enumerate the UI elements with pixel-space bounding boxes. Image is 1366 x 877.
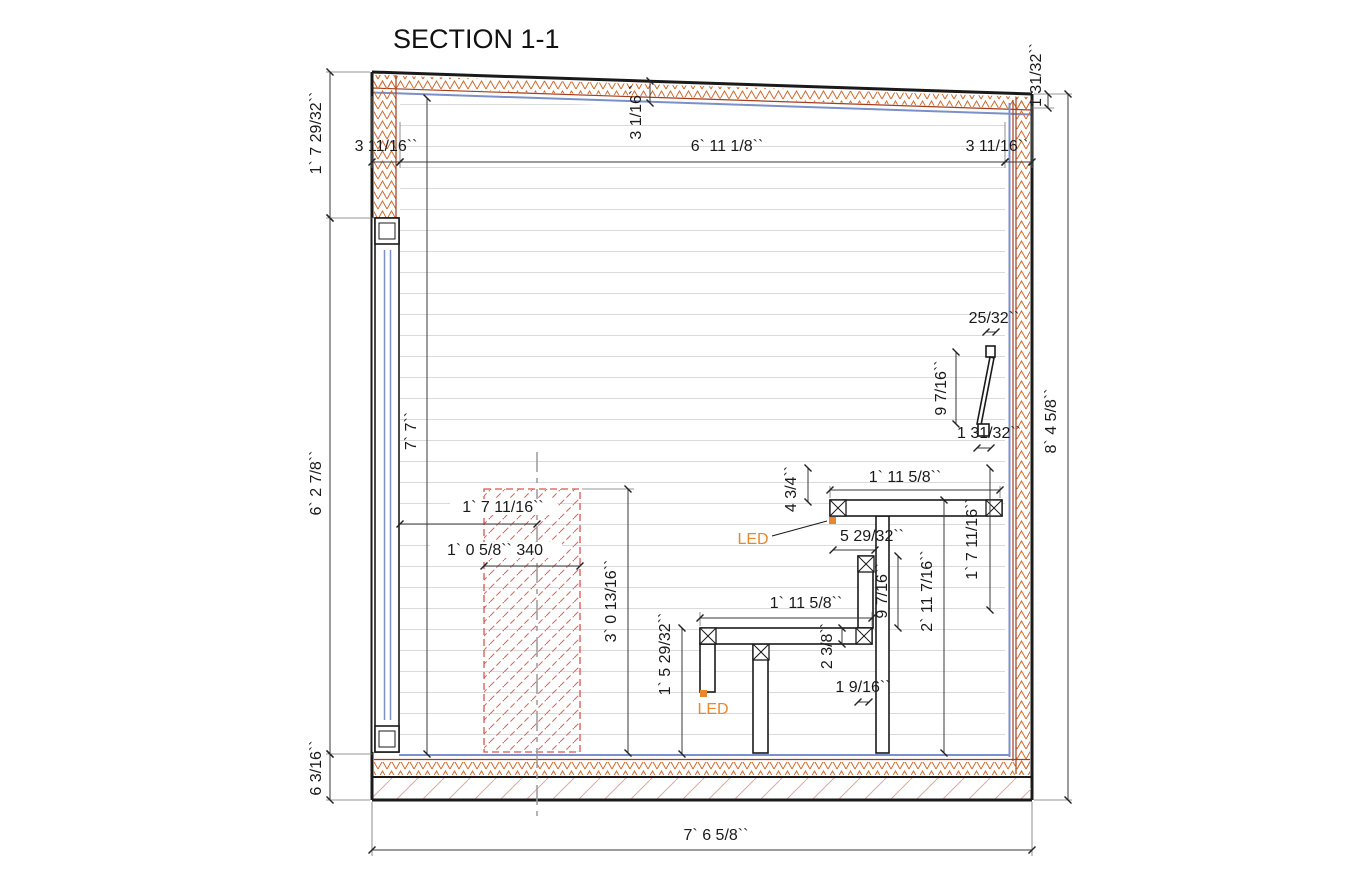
led-strip-upper <box>829 517 836 524</box>
floor-slab-hatch <box>373 778 1031 799</box>
dim-vent-top-offset: 25/32`` <box>969 310 1020 327</box>
dim-upper-bench-width: 1` 11 5/8`` <box>869 469 942 486</box>
lower-bench-board <box>699 627 873 645</box>
dim-lower-bench-height: 1` 5 29/32`` <box>657 613 674 696</box>
dim-roof-drop: 3 1/16`` <box>628 84 645 139</box>
heater <box>483 488 581 753</box>
lower-bench-apron <box>699 643 716 693</box>
led-label-upper: LED <box>737 531 768 548</box>
lower-bench <box>699 555 875 754</box>
dim-heater-height: 3` 0 13/16`` <box>603 560 620 643</box>
dim-left-mid: 6` 2 7/8`` <box>308 451 325 516</box>
upper-bench-support <box>875 515 890 754</box>
led-strip-lower <box>700 690 707 697</box>
led-label-lower: LED <box>697 701 728 718</box>
right-wall-insulation <box>1016 97 1030 774</box>
dim-top-wall-right: 3 11/16`` <box>966 138 1029 155</box>
dim-roof-edge-right: 1 31/32`` <box>1028 43 1045 107</box>
led-annotations: LED LED <box>697 520 828 718</box>
dim-left-top: 1` 7 29/32`` <box>308 92 325 175</box>
dim-top-interior: 6` 11 1/8`` <box>691 138 764 155</box>
dim-led-offset: 5 29/32`` <box>840 528 904 545</box>
dim-right-total: 8` 4 5/8`` <box>1043 389 1060 454</box>
dim-vent-height: 9 7/16`` <box>933 360 950 415</box>
dim-bench-step-height: 9 7/16`` <box>874 563 891 618</box>
dim-leg-offset: 1 9/16`` <box>835 679 890 696</box>
dim-top-wall-left: 3 11/16`` <box>355 138 418 155</box>
dim-upper-bench-height: 2` 11 7/16`` <box>919 550 936 632</box>
dim-bottom-total: 7` 6 5/8`` <box>684 827 749 844</box>
dimensions: 3 11/16`` 6` 11 1/8`` 3 11/16`` 3 1/16``… <box>308 43 1072 856</box>
wall-vent <box>976 345 996 437</box>
floor-insulation <box>374 762 1030 775</box>
roof-insulation <box>372 75 1032 109</box>
room-envelope <box>370 70 1034 802</box>
dim-bench-thickness: 2 3/8`` <box>819 623 836 669</box>
left-wall-insulation <box>374 75 396 218</box>
dim-lower-bench-width: 1` 11 5/8`` <box>770 595 843 612</box>
dim-heater-width: 1` 0 5/8`` 340 <box>447 542 543 559</box>
dim-vent-bottom-offset: 1 31/32`` <box>957 425 1021 442</box>
dim-interior-height: 7` 7`` <box>403 412 420 450</box>
upper-bench <box>829 499 1003 754</box>
drawing-title: SECTION 1-1 <box>393 24 560 54</box>
left-window <box>372 217 400 753</box>
dim-upper-bench-rise: 4 3/4`` <box>783 466 800 512</box>
dim-heater-center-offset: 1` 7 11/16`` <box>462 499 544 516</box>
dim-vent-to-bench: 1` 7 11/16`` <box>964 498 981 580</box>
dim-left-bottom: 6 3/16`` <box>308 740 325 795</box>
